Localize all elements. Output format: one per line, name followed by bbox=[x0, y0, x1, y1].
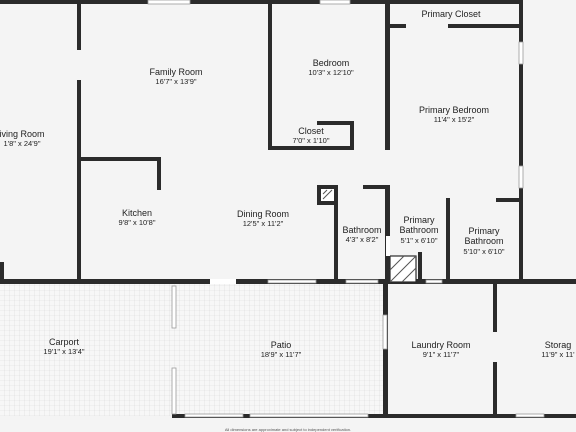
room-name: Closet bbox=[298, 126, 324, 136]
room-dims: 4'3" x 8'2" bbox=[345, 235, 379, 245]
room-label-primary-bathroom-1: Primary Bathroom 5'1" x 6'10" bbox=[399, 215, 438, 245]
room-label-primary-closet: Primary Closet bbox=[421, 9, 480, 19]
room-label-family-room: Family Room 16'7" x 13'9" bbox=[149, 67, 202, 87]
room-name: Laundry Room bbox=[411, 340, 471, 350]
room-dims: 16'7" x 13'9" bbox=[155, 77, 197, 87]
room-name: Primary Closet bbox=[421, 9, 481, 19]
room-name: Family Room bbox=[149, 67, 203, 77]
room-label-carport: Carport 19'1" x 13'4" bbox=[43, 337, 84, 357]
carport-patio-paving bbox=[0, 284, 386, 416]
chimney-hatch bbox=[322, 189, 333, 200]
room-name: Bedroom bbox=[312, 58, 350, 68]
room-name: Patio bbox=[270, 340, 292, 350]
windows bbox=[147, 0, 545, 418]
room-label-bedroom: Bedroom 10'3" x 12'10" bbox=[308, 58, 353, 78]
room-dims: 1'8" x 24'9" bbox=[3, 139, 41, 149]
room-label-patio: Patio 18'9" x 11'7" bbox=[261, 340, 302, 360]
room-dims: 5'1" x 6'10" bbox=[400, 235, 438, 245]
room-dims: 18'9" x 11'7" bbox=[260, 350, 302, 360]
room-dims: 9'8" x 10'8" bbox=[118, 218, 156, 228]
room-label-storage: Storag 11'9" x 11' bbox=[541, 340, 574, 360]
room-dims: 7'0" x 1'10" bbox=[292, 136, 330, 146]
room-label-bathroom: Bathroom 4'3" x 8'2" bbox=[342, 225, 381, 245]
room-label-laundry-room: Laundry Room 9'1" x 11'7" bbox=[411, 340, 470, 360]
shower-hatch bbox=[389, 255, 417, 283]
room-name: Storag bbox=[544, 340, 572, 350]
room-name: Primary Bathroom bbox=[399, 215, 439, 236]
room-label-primary-bathroom-2: Primary Bathroom 5'10" x 6'10" bbox=[463, 226, 504, 256]
room-name: Carport bbox=[48, 337, 80, 347]
room-label-closet: Closet 7'0" x 1'10" bbox=[293, 126, 330, 146]
room-label-primary-bedroom: Primary Bedroom 11'4" x 15'2" bbox=[419, 105, 489, 125]
room-dims: 5'10" x 6'10" bbox=[463, 246, 505, 256]
room-dims: 9'1" x 11'7" bbox=[422, 350, 460, 360]
room-dims: 10'3" x 12'10" bbox=[308, 68, 354, 78]
room-label-living-room: iving Room 1'8" x 24'9" bbox=[0, 129, 45, 149]
doorways bbox=[210, 236, 390, 284]
room-name: iving Room bbox=[0, 129, 45, 139]
room-name: Kitchen bbox=[121, 208, 153, 218]
room-name: Bathroom bbox=[342, 225, 382, 235]
room-dims: 19'1" x 13'4" bbox=[43, 347, 85, 357]
disclaimer-text: All dimensions are approximate and subje… bbox=[224, 427, 352, 432]
room-name: Primary Bedroom bbox=[418, 105, 490, 115]
room-name: Dining Room bbox=[236, 209, 290, 219]
room-dims: 11'4" x 15'2" bbox=[433, 115, 475, 125]
room-dims: 12'5" x 11'2" bbox=[242, 219, 284, 229]
room-dims: 11'9" x 11' bbox=[541, 350, 575, 360]
room-label-kitchen: Kitchen 9'8" x 10'8" bbox=[119, 208, 156, 228]
room-name: Primary Bathroom bbox=[464, 226, 504, 247]
room-label-dining-room: Dining Room 12'5" x 11'2" bbox=[237, 209, 289, 229]
